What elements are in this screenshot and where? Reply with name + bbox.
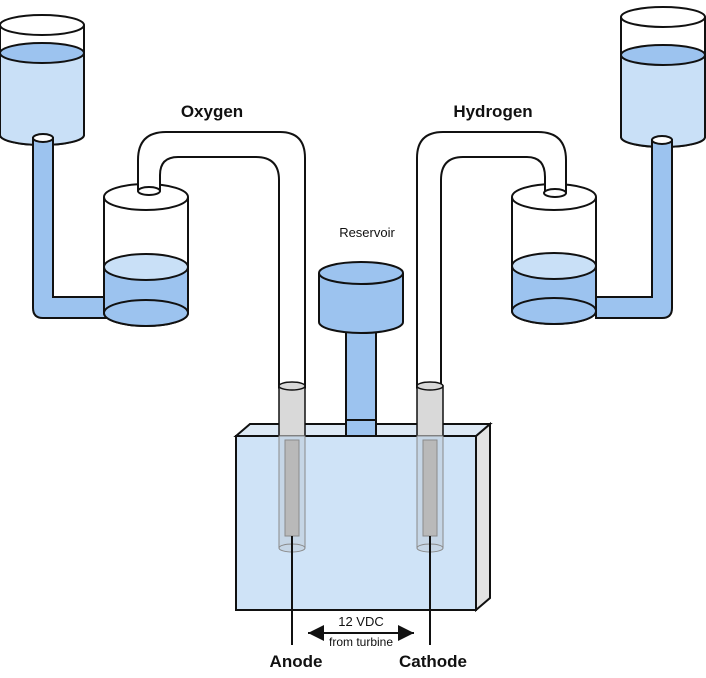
left-top-cylinder bbox=[0, 14, 85, 146]
electrolysis-tank bbox=[233, 421, 493, 613]
reservoir-inlet bbox=[345, 419, 377, 437]
voltage-label: 12 VDC bbox=[338, 614, 384, 629]
hydrogen-collector-cylinder bbox=[511, 183, 597, 325]
anode-electrode-tube bbox=[278, 381, 306, 645]
right-top-cylinder bbox=[620, 6, 706, 148]
right-water-pipe bbox=[595, 135, 673, 319]
oxygen-label: Oxygen bbox=[181, 102, 243, 121]
hydrogen-pipe bbox=[416, 131, 567, 389]
anode-label: Anode bbox=[270, 652, 323, 671]
left-water-pipe bbox=[32, 133, 109, 319]
cathode-electrode-tube bbox=[416, 381, 444, 645]
reservoir-label: Reservoir bbox=[339, 225, 395, 240]
hydrogen-label: Hydrogen bbox=[453, 102, 532, 121]
oxygen-collector-cylinder bbox=[103, 183, 189, 327]
cathode-label: Cathode bbox=[399, 652, 467, 671]
voltage-source-label: from turbine bbox=[329, 635, 393, 649]
reservoir-vessel bbox=[318, 261, 404, 435]
